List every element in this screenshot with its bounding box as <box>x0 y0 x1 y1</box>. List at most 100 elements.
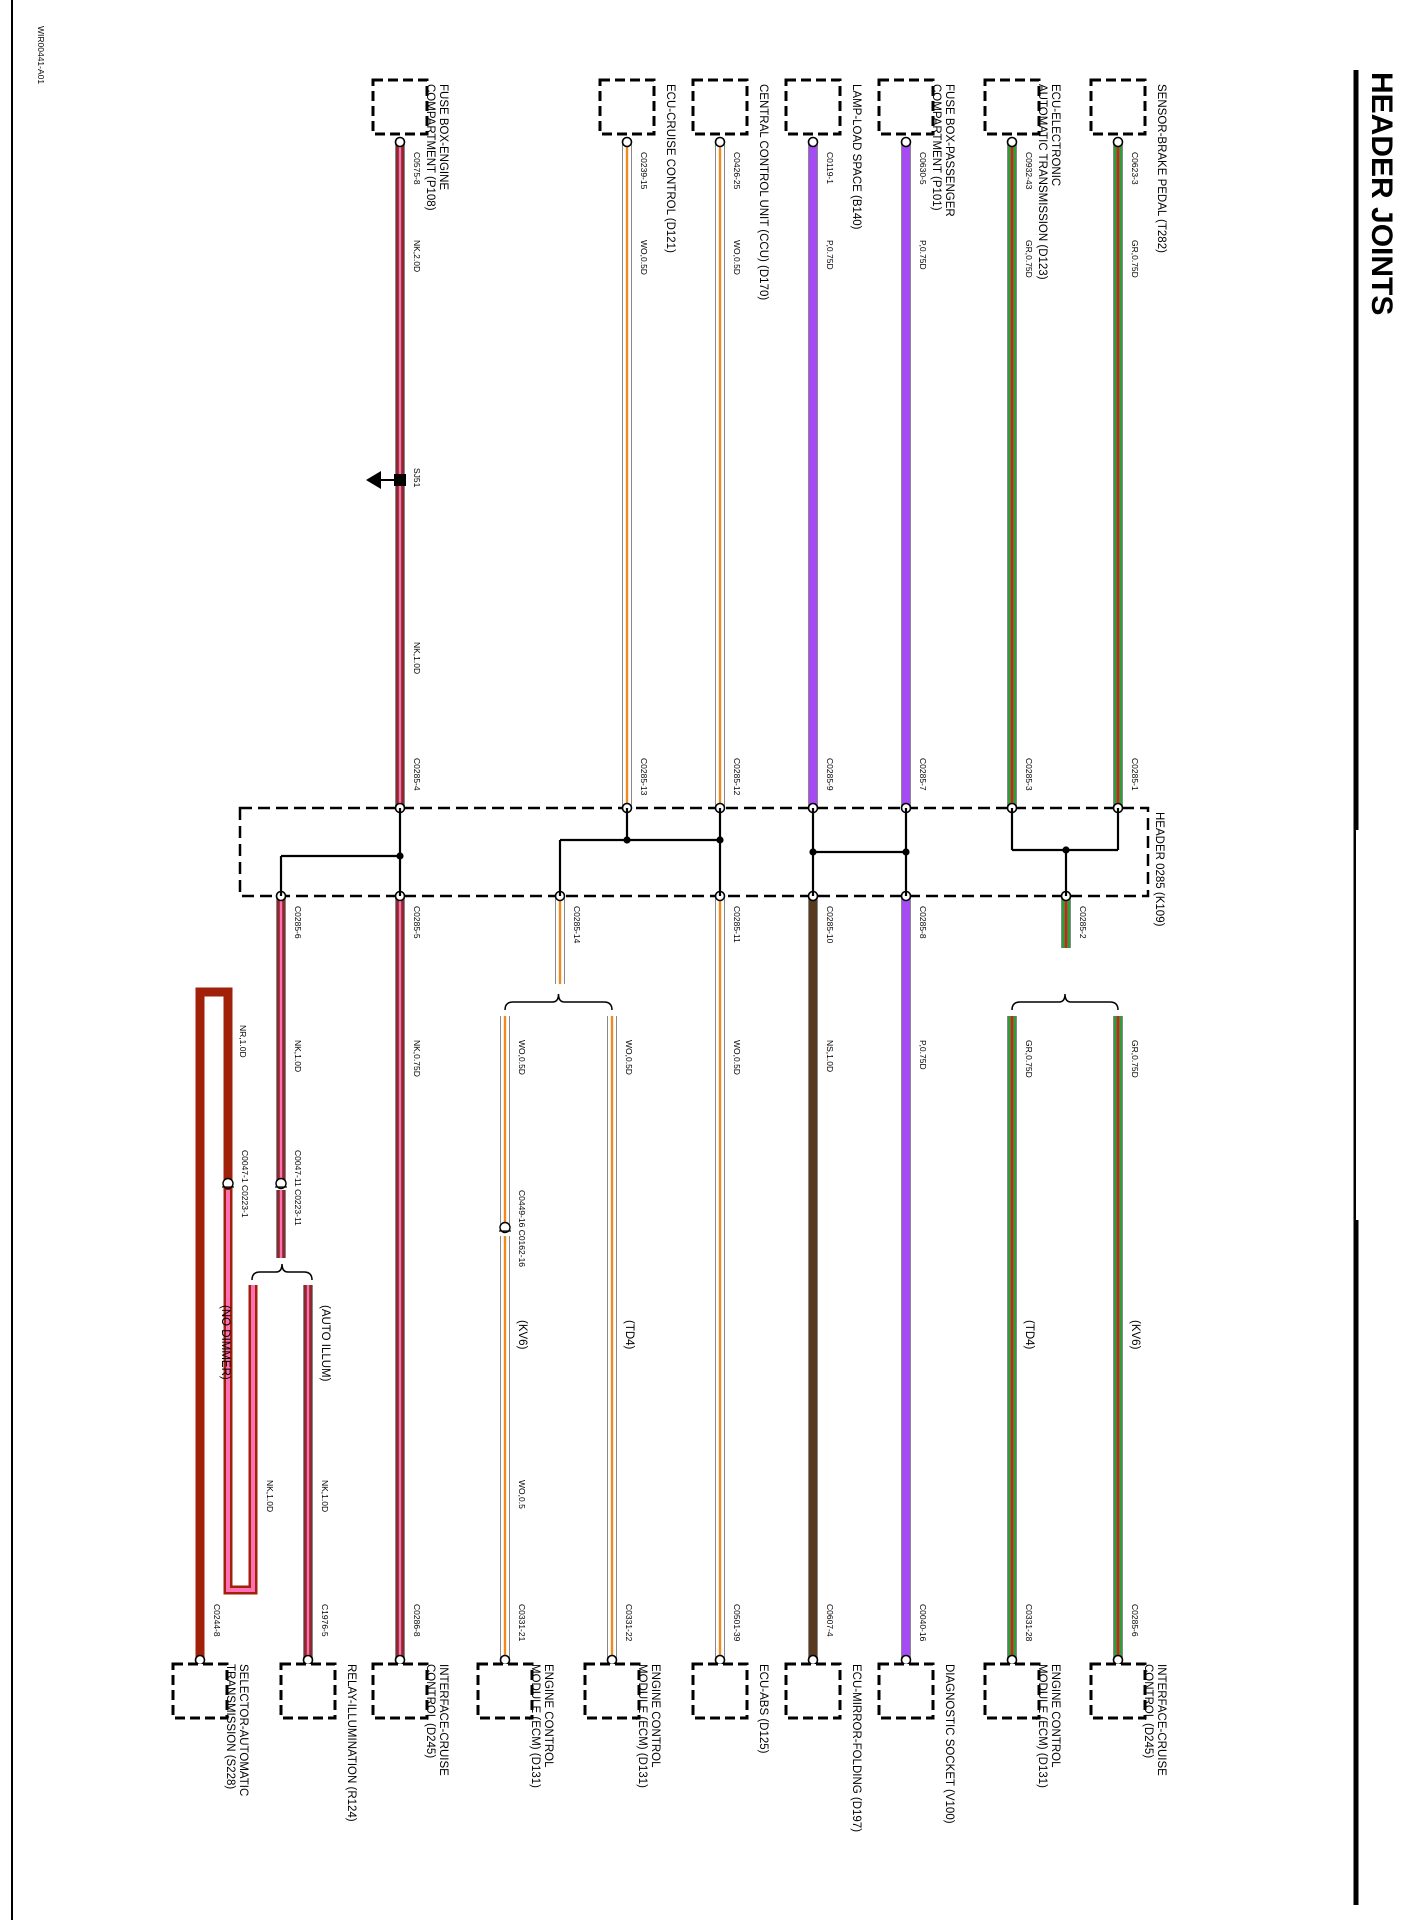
bottom-component-6-line-2: MODULE (ECM) (D131) <box>636 1664 648 1788</box>
bottom-component-2-line-1: ENGINE CONTROL <box>1049 1664 1061 1768</box>
bottom-pin-label-1: C0285-6 <box>1130 1604 1140 1637</box>
brace-wo <box>504 993 613 1011</box>
inline-label-10: C0047-1 C0223-1 <box>240 1150 250 1218</box>
top-pin-6 <box>621 136 633 148</box>
bottom-component-8-line-2: CONTROL (D245) <box>424 1664 436 1758</box>
header-out-label-4: C0285-11 <box>732 906 742 943</box>
connector-bottom-6 <box>583 1662 641 1720</box>
top-pin-label-6: C0239-15 <box>639 152 649 190</box>
bottom-wire-label-1: GR,0.75D <box>1130 1040 1140 1078</box>
junction-c2 <box>716 836 724 844</box>
header-out-wire-label-2: P,0.75D <box>918 1040 928 1070</box>
connector-bottom-8 <box>371 1662 429 1720</box>
bottom-option-6: (TD4) <box>623 1320 635 1350</box>
connector-bottom-7 <box>476 1662 534 1720</box>
top-pin-label-7: C0575-8 <box>412 152 422 185</box>
header-out-label-3: C0285-10 <box>825 906 835 944</box>
loop-wire-label: NR,1.0D <box>238 1025 248 1058</box>
bottom-component-6-line-1: ENGINE CONTROL <box>649 1664 661 1768</box>
bottom-component-2-line-2: MODULE (ECM) (D131) <box>1036 1664 1048 1788</box>
top-pin-1 <box>1112 136 1124 148</box>
bottom-pin-label-5: C0501-39 <box>732 1604 742 1642</box>
bottom-component-1-line-1: INTERFACE-CRUISE <box>1155 1664 1167 1776</box>
header-in-label-5: C0285-12 <box>732 758 742 796</box>
connector-top-1 <box>1089 78 1147 136</box>
header-out-label-2: C0285-8 <box>918 906 928 939</box>
top-wire-label-7: NK,2.0D <box>412 240 422 272</box>
header-out-wire-label-4: WO,0.5D <box>732 1040 742 1075</box>
top-pin-2 <box>1006 136 1018 148</box>
top-wire-label-5: WO,0.5D <box>732 240 742 275</box>
bottom-component-1-line-2: CONTROL (D245) <box>1142 1664 1154 1758</box>
top-pin-4 <box>807 136 819 148</box>
bottom-pin-label-9: C1976-5 <box>320 1604 330 1637</box>
top-pin-7 <box>394 136 406 148</box>
bottom-pin-label-8: C0286-8 <box>412 1604 422 1637</box>
header-in-label-4: C0285-9 <box>825 758 835 791</box>
junction-a <box>1062 846 1070 854</box>
inline-label-7: C0449-16 C0162-16 <box>517 1190 527 1267</box>
bottom-wire-label-9: NK,1.0D <box>320 1480 330 1512</box>
connector-top-3 <box>877 78 935 136</box>
brace-nk <box>251 1263 313 1281</box>
connector-bottom-4 <box>784 1662 842 1720</box>
bottom-pin-label-3: C0040-16 <box>918 1604 928 1642</box>
bottom-wire-label-7b: WO,0.5 <box>517 1480 527 1509</box>
bottom-component-10-line-2: TRANSMISSION (S228) <box>224 1664 236 1789</box>
connector-bottom-5 <box>691 1662 749 1720</box>
top-wire-label-7b: NK,1.0D <box>412 642 422 674</box>
connector-bottom-3 <box>877 1662 935 1720</box>
inline-connector-7 <box>499 1221 511 1234</box>
inline-label-9: C0047-11 C0223-11 <box>293 1150 303 1226</box>
bottom-option-2: (TD4) <box>1023 1320 1035 1350</box>
bottom-component-10-line-1: SELECTOR-AUTOMATIC <box>237 1664 249 1796</box>
top-pin-label-1: C0623-3 <box>1130 152 1140 185</box>
connector-top-7 <box>371 78 429 136</box>
junction-c1 <box>623 836 631 844</box>
bottom-component-7-line-1: ENGINE CONTROL <box>542 1664 554 1768</box>
top-component-4-line-1: LAMP-LOAD SPACE (B140) <box>850 84 862 230</box>
bottom-option-1: (KV6) <box>1129 1320 1141 1350</box>
header-box <box>238 806 1150 898</box>
top-component-2-line-1: ECU-ELECTRONIC <box>1049 84 1061 186</box>
bottom-component-4-line-1: ECU-MIRROR-FOLDING (D197) <box>850 1664 862 1832</box>
header-in-label-2: C0285-3 <box>1024 758 1034 791</box>
junction-b2 <box>902 848 910 856</box>
bottom-pin-label-6: C0331-22 <box>624 1604 634 1642</box>
connector-bottom-10 <box>171 1662 229 1720</box>
top-pin-label-5: C0426-25 <box>732 152 742 190</box>
bottom-wire-label-10: NK,1.0D <box>265 1480 275 1512</box>
connector-bottom-2 <box>983 1662 1041 1720</box>
labels: SENSOR-BRAKE PEDAL (T282)C0623-3GR,0.75D… <box>212 84 1167 1832</box>
top-component-7-line-2: COMPARTMENT (P108) <box>424 84 436 211</box>
header-out-wire-label-6: NK,0.75D <box>412 1040 422 1077</box>
top-component-2-line-2: AUTOMATIC TRANSMISSION (D123) <box>1036 84 1048 280</box>
bottom-wire-label-6: WO,0.5D <box>624 1040 634 1075</box>
connector-top-4 <box>784 78 842 136</box>
bottom-component-9-line-1: RELAY-ILLUMINATION (R124) <box>345 1664 357 1822</box>
connectors <box>171 78 1147 1720</box>
doc-id: WIR00441-A01 <box>36 26 46 84</box>
brace-gr <box>1011 993 1119 1011</box>
top-component-7-line-1: FUSE BOX-ENGINE <box>437 84 449 190</box>
top-wire-label-2: GR,0.75D <box>1024 240 1034 278</box>
top-wire-label-1: GR,0.75D <box>1130 240 1140 278</box>
bottom-option-10: (NO DIMMER) <box>219 1305 231 1380</box>
header-in-label-7: C0285-4 <box>412 758 422 791</box>
header-in-label-3: C0285-7 <box>918 758 928 791</box>
header-out-label-5: C0285-14 <box>572 906 582 944</box>
bottom-wire-label-2: GR,0.75D <box>1024 1040 1034 1078</box>
bottom-component-5-line-1: ECU-ABS (D125) <box>757 1664 769 1754</box>
top-component-3-line-1: FUSE BOX-PASSENGER <box>943 84 955 217</box>
bottom-pin-label-10: C0244-8 <box>212 1604 222 1637</box>
connector-bottom-1 <box>1089 1662 1147 1720</box>
bottom-option-9: (AUTO ILLUM) <box>319 1305 331 1382</box>
inline-connector-9 <box>275 1177 287 1190</box>
bottom-wire-label-7: WO,0.5D <box>517 1040 527 1075</box>
bottom-component-8-line-1: INTERFACE-CRUISE <box>437 1664 449 1776</box>
bottom-component-7-line-2: MODULE (ECM) (D131) <box>529 1664 541 1788</box>
page-title: HEADER JOINTS <box>1365 72 1398 315</box>
bottom-option-7: (KV6) <box>516 1320 528 1350</box>
header-internal-bus <box>279 808 1120 896</box>
